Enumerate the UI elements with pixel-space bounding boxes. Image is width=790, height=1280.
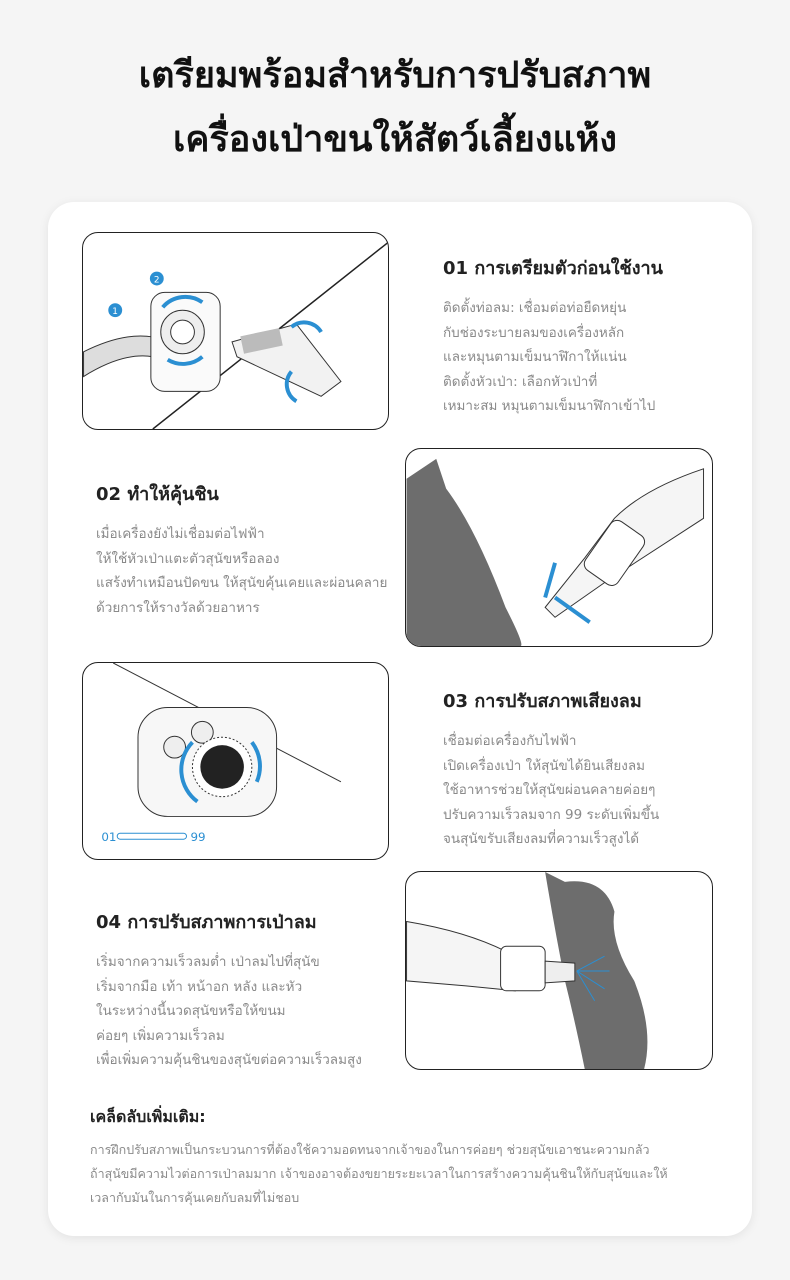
step-1: 01 การเตรียมตัวก่อนใช้งาน ติดตั้งท่อลม: … <box>443 253 663 419</box>
step-heading: 04 การปรับสภาพการเป่าลม <box>96 912 317 933</box>
step-2: 02 ทำให้คุ้นชิน เมื่อเครื่องยังไม่เชื่อม… <box>96 479 387 620</box>
svg-text:1: 1 <box>112 307 118 317</box>
svg-text:2: 2 <box>154 275 160 285</box>
step-3: 03 การปรับสภาพเสียงลม เชื่อมต่อเครื่องกั… <box>443 686 659 852</box>
dog-blowing-illustration <box>405 871 713 1070</box>
svg-text:99: 99 <box>190 830 205 844</box>
svg-text:01: 01 <box>101 830 116 844</box>
step-heading: 03 การปรับสภาพเสียงลม <box>443 691 642 712</box>
page-title: เตรียมพร้อมสำหรับการปรับสภาพ เครื่องเป่า… <box>138 55 652 160</box>
step-heading: 01 การเตรียมตัวก่อนใช้งาน <box>443 258 663 279</box>
hose-install-illustration: 2 1 <box>82 232 389 430</box>
step-heading: 02 ทำให้คุ้นชิน <box>96 484 219 505</box>
tips-heading: เคล็ดลับเพิ่มเติม: <box>90 1107 206 1126</box>
tips-section: เคล็ดลับเพิ่มเติม: การฝึกปรับสภาพเป็นกระ… <box>90 1105 730 1210</box>
speed-control-illustration: 01 99 <box>82 662 389 860</box>
dog-touch-illustration <box>405 448 713 647</box>
step-4: 04 การปรับสภาพการเป่าลม เริ่มจากความเร็ว… <box>96 907 362 1073</box>
